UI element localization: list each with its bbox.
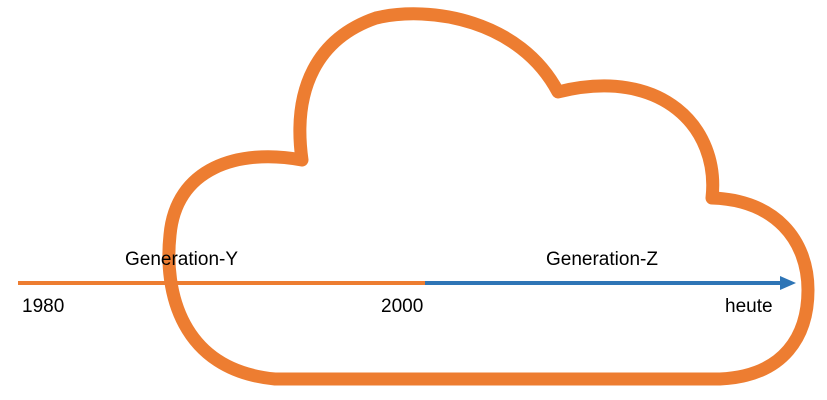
arrowhead-icon (780, 276, 796, 290)
generation-z-label: Generation-Z (546, 249, 658, 270)
end-label: heute (725, 296, 773, 317)
cloud-icon (162, 7, 815, 386)
middle-year-label: 2000 (381, 296, 423, 317)
start-year-label: 1980 (22, 296, 64, 317)
generation-y-label: Generation-Y (125, 249, 238, 270)
